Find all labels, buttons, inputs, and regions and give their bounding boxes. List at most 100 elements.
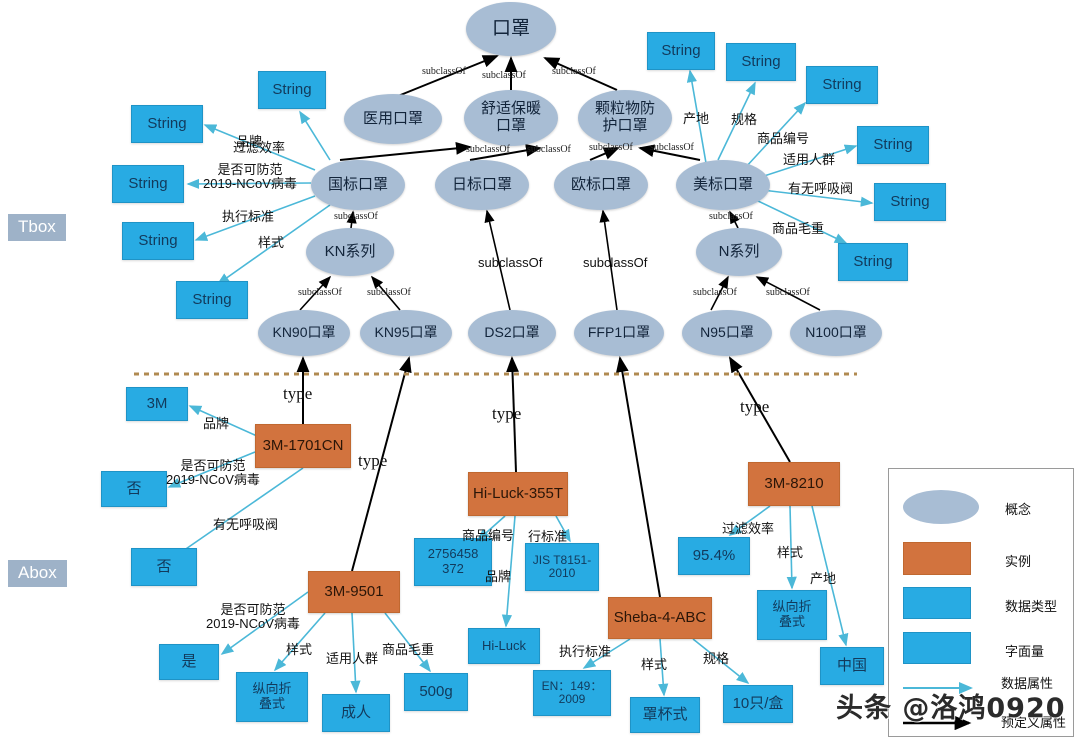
edge-label-brand-1701: 品牌 bbox=[203, 416, 230, 431]
instance-node-hi-luck-355t[interactable]: Hi-Luck-355T bbox=[468, 472, 568, 516]
literal-node-itemno-hiluck[interactable]: 2756458 372 bbox=[414, 538, 492, 586]
watermark-text: 头条 @洛鸿0920 bbox=[836, 693, 1066, 724]
edge-label-valve-us: 有无呼吸阀 bbox=[788, 181, 854, 196]
datatype-node-filter-gb[interactable]: String bbox=[131, 105, 203, 143]
datatype-node-origin-us[interactable]: String bbox=[647, 32, 715, 70]
datatype-node-spec-us[interactable]: String bbox=[726, 43, 796, 81]
edge-label-type: type bbox=[358, 451, 388, 470]
edge-label-origin-8210: 产地 bbox=[810, 571, 837, 586]
concept-node-kn90[interactable]: KN90口罩 bbox=[258, 310, 350, 356]
edge-label-itemno-hiluck: 商品编号 bbox=[462, 528, 515, 543]
legend-swatch-datatype-icon bbox=[903, 587, 971, 619]
literal-node-spec-10pcs[interactable]: 10只/盒 bbox=[723, 685, 793, 723]
edge-label-subclassof: subclassOf bbox=[552, 66, 596, 77]
edge-label-style-8210: 样式 bbox=[777, 545, 804, 560]
edge-label-audience-9501: 适用人群 bbox=[326, 651, 379, 666]
edge-label-type: type bbox=[740, 397, 770, 416]
literal-node-style-cup[interactable]: 罩杯式 bbox=[630, 697, 700, 733]
legend-label-predefined-property: 预定义属性 bbox=[1001, 715, 1067, 730]
edge-label-subclassof: subclassOf bbox=[422, 66, 466, 77]
edge-label-weight-9501: 商品毛重 bbox=[382, 642, 435, 657]
edge-label-subclassof: subclassOf bbox=[693, 287, 737, 298]
datatype-node-brand-gb[interactable]: String bbox=[258, 71, 326, 109]
edge-label-subclassof: subclassOf bbox=[334, 211, 378, 222]
datatype-node-audience-us[interactable]: String bbox=[857, 126, 929, 164]
concept-node-ffp1[interactable]: FFP1口罩 bbox=[574, 310, 664, 356]
concept-node-n-series[interactable]: N系列 bbox=[696, 228, 782, 276]
edge-label-valve-1701: 有无呼吸阀 bbox=[213, 517, 279, 532]
edge-label-ncov-gb: 是否可防范 2019-NCoV病毒 bbox=[203, 162, 297, 192]
edge-label-itemno-us: 商品编号 bbox=[757, 131, 810, 146]
literal-node-weight-500g[interactable]: 500g bbox=[404, 673, 468, 711]
concept-node-ribiao[interactable]: 日标口罩 bbox=[435, 160, 529, 210]
edge-label-spec-us: 规格 bbox=[731, 112, 758, 127]
section-label-abox: Abox bbox=[8, 560, 67, 587]
literal-node-filter-954[interactable]: 95.4% bbox=[678, 537, 750, 575]
concept-node-kn95[interactable]: KN95口罩 bbox=[360, 310, 452, 356]
edge-label-ncov-9501: 是否可防范 2019-NCoV病毒 bbox=[206, 602, 300, 632]
concept-node-guobiao[interactable]: 国标口罩 bbox=[311, 160, 405, 210]
edge-label-subclassof: subclassOf bbox=[650, 142, 694, 153]
legend-label-literal: 字面量 bbox=[1005, 644, 1045, 659]
concept-node-meibiao[interactable]: 美标口罩 bbox=[676, 160, 770, 210]
instance-node-3m-1701cn[interactable]: 3M-1701CN bbox=[255, 424, 351, 468]
edge-label-origin-us: 产地 bbox=[683, 111, 710, 126]
edge-label-subclassof: subclassOf bbox=[527, 144, 571, 155]
edge-label-subclassof: subclassOf bbox=[482, 70, 526, 81]
literal-node-standard-en[interactable]: EN：149： 2009 bbox=[533, 670, 611, 716]
literal-node-ncov-no-1701[interactable]: 否 bbox=[101, 471, 167, 507]
instance-node-3m-9501[interactable]: 3M-9501 bbox=[308, 571, 400, 613]
literal-node-style-fold-9501[interactable]: 纵向折 叠式 bbox=[236, 672, 308, 722]
concept-node-kouzhao[interactable]: 口罩 bbox=[466, 2, 556, 56]
concept-node-shushi[interactable]: 舒适保暖 口罩 bbox=[464, 90, 558, 146]
datatype-node-itemno-us[interactable]: String bbox=[806, 66, 878, 104]
literal-node-brand-hiluck[interactable]: Hi-Luck bbox=[468, 628, 540, 664]
instance-node-sheba-4-abc[interactable]: Sheba-4-ABC bbox=[608, 597, 712, 639]
edge-label-filter-gb: 过滤效率 bbox=[233, 140, 286, 155]
concept-node-kn-series[interactable]: KN系列 bbox=[306, 228, 394, 276]
concept-node-yiyong[interactable]: 医用口罩 bbox=[344, 94, 442, 144]
edge-label-subclassof: subclassOf bbox=[367, 287, 411, 298]
edge-label-weight-us: 商品毛重 bbox=[772, 221, 825, 236]
literal-node-standard-jis[interactable]: JIS T8151- 2010 bbox=[525, 543, 599, 591]
edge-label-subclassof: subclassOf bbox=[589, 142, 633, 153]
instance-node-3m-8210[interactable]: 3M-8210 bbox=[748, 462, 840, 506]
edge-label-subclassof: subclassOf bbox=[766, 287, 810, 298]
edge-label-style-9501: 样式 bbox=[286, 642, 313, 657]
edge-label-brand-hiluck: 品牌 bbox=[485, 569, 512, 584]
legend-label-concept: 概念 bbox=[1005, 502, 1032, 517]
edge-label-subclassof: subclassOf bbox=[298, 287, 342, 298]
edge-label-style-sheba: 样式 bbox=[641, 657, 668, 672]
edge-label-type: type bbox=[492, 404, 522, 423]
edge-label-type: type bbox=[283, 384, 313, 403]
concept-node-oubiao[interactable]: 欧标口罩 bbox=[554, 160, 648, 210]
concept-node-n100[interactable]: N100口罩 bbox=[790, 310, 882, 356]
literal-node-audience-adult[interactable]: 成人 bbox=[322, 694, 390, 732]
legend-black-arrow-icon bbox=[903, 716, 972, 730]
legend-cyan-arrow-icon bbox=[903, 682, 973, 694]
literal-node-brand-3m[interactable]: 3M bbox=[126, 387, 188, 421]
edge-label-subclassof: subclassOf bbox=[709, 211, 753, 222]
edge-label-standard-hiluck: 行标准 bbox=[528, 529, 568, 544]
datatype-node-style-gb[interactable]: String bbox=[176, 281, 248, 319]
legend-swatch-instance-icon bbox=[903, 542, 971, 575]
legend-label-instance: 实例 bbox=[1005, 554, 1032, 569]
concept-node-ds2[interactable]: DS2口罩 bbox=[468, 310, 556, 356]
concept-node-keliwu[interactable]: 颗粒物防 护口罩 bbox=[578, 90, 672, 146]
edge-label-subclassof: subclassOf bbox=[583, 255, 648, 270]
datatype-node-standard-gb[interactable]: String bbox=[122, 222, 194, 260]
literal-node-style-fold-8210[interactable]: 纵向折 叠式 bbox=[757, 590, 827, 640]
legend-label-datatype: 数据类型 bbox=[1005, 599, 1058, 614]
legend-swatch-literal-icon bbox=[903, 632, 971, 664]
datatype-node-ncov-gb[interactable]: String bbox=[112, 165, 184, 203]
datatype-node-valve-us[interactable]: String bbox=[874, 183, 946, 221]
literal-node-valve-no-1701[interactable]: 否 bbox=[131, 548, 197, 586]
edge-label-ncov-1701: 是否可防范 2019-NCoV病毒 bbox=[166, 458, 260, 488]
literal-node-ncov-yes-9501[interactable]: 是 bbox=[159, 644, 219, 680]
edge-label-filter-8210: 过滤效率 bbox=[722, 521, 775, 536]
literal-node-origin-china[interactable]: 中国 bbox=[820, 647, 884, 685]
datatype-node-weight-us[interactable]: String bbox=[838, 243, 908, 281]
concept-node-n95[interactable]: N95口罩 bbox=[682, 310, 772, 356]
